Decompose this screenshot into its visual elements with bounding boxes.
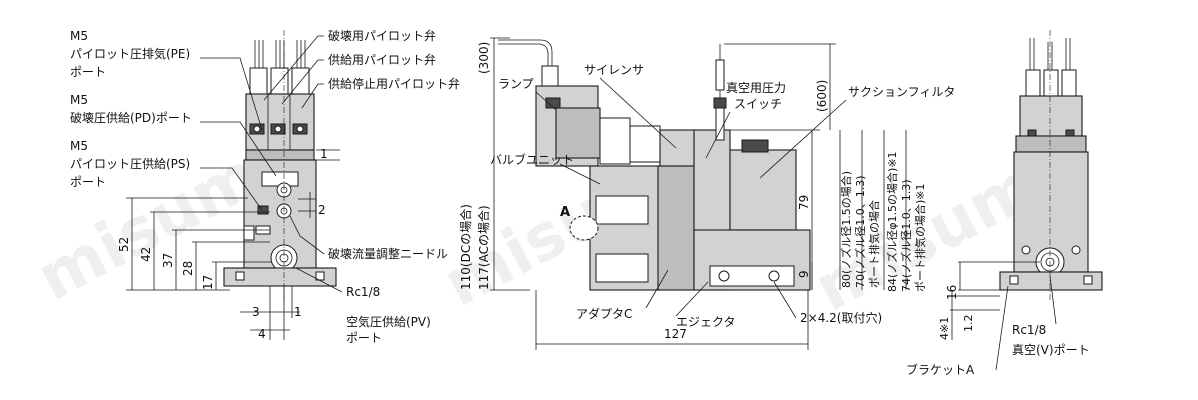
dim-300: (300) — [477, 42, 491, 74]
dim-28: 28 — [181, 261, 195, 276]
dim-80: 80(ノズル径1.5の場合) — [839, 171, 853, 288]
valve-unit-label: バルブユニット — [490, 152, 574, 167]
left-view: M5 パイロット圧排気(PE) ポート M5 破壊圧供給(PD)ポート M5 パ… — [70, 28, 460, 345]
stop-pilot-label: 供給停止用パイロット弁 — [328, 76, 460, 91]
pilot-valve-block — [245, 93, 315, 161]
rc-label-right: Rc1/8 — [1012, 323, 1046, 337]
m5-label-3: M5 — [70, 139, 88, 153]
needle-label: 破壊流量調整ニードル — [328, 246, 448, 261]
suction-filter-label: サクションフィルタ — [848, 85, 955, 99]
dim-42: 42 — [139, 247, 153, 262]
dim-1-2: 1.2 — [962, 315, 975, 333]
dim-2-left: 2 — [318, 203, 326, 217]
silencer-label: サイレンサ — [584, 63, 644, 77]
adapter-label: アダプタC — [576, 306, 632, 321]
supply-pilot-label: 供給用パイロット弁 — [328, 52, 436, 67]
label-a: A — [560, 205, 570, 220]
dim-37: 37 — [161, 253, 175, 268]
vacuum-port-label: 真空(V)ポート — [1012, 343, 1090, 357]
right-view: 16 4※1 1.2 Rc1/8 真空(V)ポート ブラケットA — [906, 30, 1103, 377]
ejector-label: エジェクタ — [676, 315, 736, 329]
left-bracket — [223, 267, 337, 287]
lamp-label: ランプ — [498, 77, 534, 91]
m5-label-1: M5 — [70, 29, 88, 43]
left-vertical-dims: 52 42 37 28 17 — [117, 197, 272, 291]
left-main-body — [243, 159, 317, 272]
pv-port-label-1: 空気圧供給(PV) — [346, 314, 431, 329]
dim-74: 74(ノズル径1.0、1.3) — [899, 179, 913, 292]
dim-port-exhaust-1: ポート排気の場合 — [867, 200, 881, 288]
rc-label-left: Rc1/8 — [346, 285, 380, 299]
dim-79: 79 — [797, 195, 811, 210]
dim-4-right: 4※1 — [938, 317, 951, 340]
m5-label-2: M5 — [70, 93, 88, 107]
dim-1-bottom: 1 — [294, 305, 302, 319]
vacuum-switch-label-2: スイッチ — [734, 97, 782, 111]
dim-4-left: 4 — [258, 327, 266, 341]
dim-600: (600) — [815, 80, 829, 112]
dim-port-exhaust-2: ポート排気の場合)※1 — [913, 183, 927, 292]
pe-port-label-2: ポート — [70, 65, 106, 79]
pv-port-label-2: ポート — [346, 331, 382, 345]
bracket-label: ブラケットA — [906, 362, 975, 377]
vacuum-switch-label-1: 真空用圧力 — [726, 81, 786, 95]
pd-port-label: 破壊圧供給(PD)ポート — [70, 110, 192, 125]
dim-117: 117(ACの場合) — [476, 205, 491, 290]
pe-port-label-1: パイロット圧排気(PE) — [70, 46, 190, 61]
dim-127: 127 — [664, 327, 687, 341]
left-bottom-dims: 3 1 4 — [240, 286, 302, 341]
center-view: ランプ サイレンサ 真空用圧力 スイッチ サクションフィルタ バルブユニット A… — [458, 37, 955, 350]
dim-3: 3 — [252, 305, 260, 319]
dim-84: 84(ノズル径φ1.5の場合)※1 — [885, 151, 899, 292]
dim-52: 52 — [117, 237, 131, 252]
dim-1-left: 1 — [320, 147, 328, 161]
break-pilot-label: 破壊用パイロット弁 — [328, 28, 436, 43]
ps-port-label-2: ポート — [70, 175, 106, 189]
dim-110: 110(DCの場合) — [458, 204, 473, 290]
pilot-cables — [249, 40, 310, 95]
ps-port-label-1: パイロット圧供給(PS) — [70, 157, 190, 171]
dim-70: 70(ノズル径1.0、1.3) — [853, 175, 867, 288]
dim-17: 17 — [201, 275, 215, 290]
mounting-holes-label: 2×4.2(取付穴) — [800, 310, 882, 325]
dim-9: 9 — [797, 270, 811, 278]
